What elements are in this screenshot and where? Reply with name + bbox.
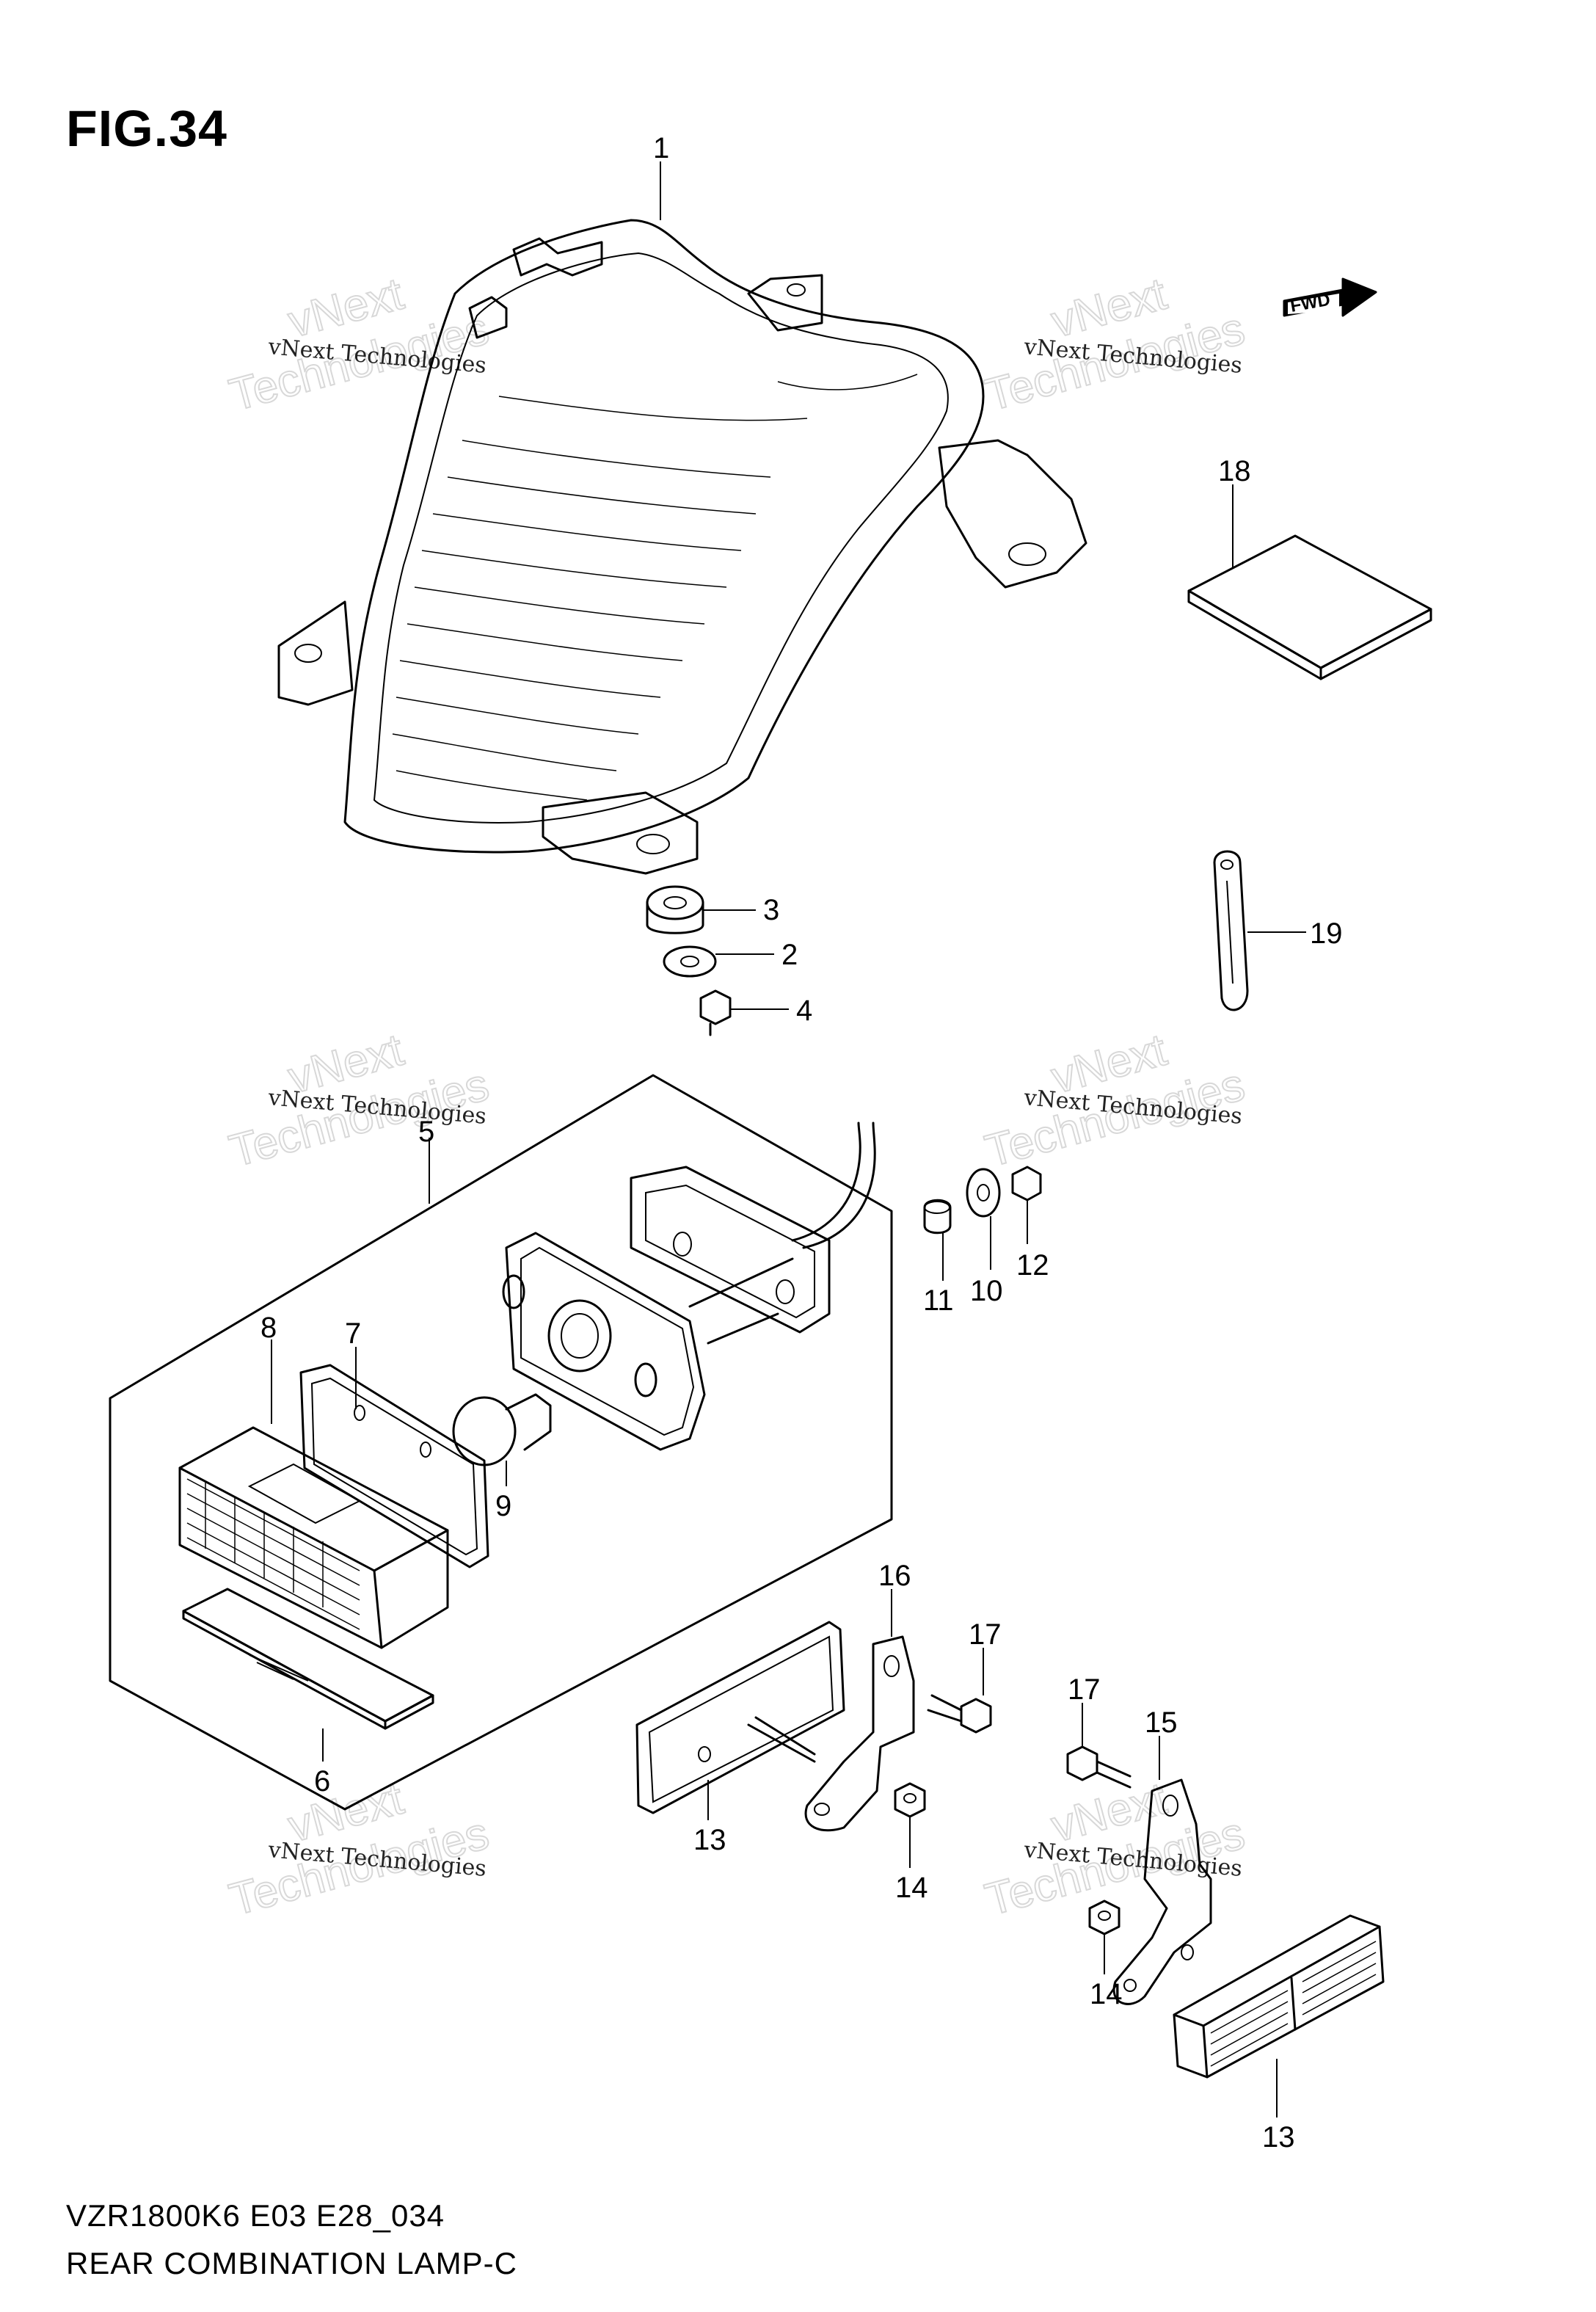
watermark-mid-left: vNext Technologies vNext Technologies [224,1024,495,1178]
callout-17-upper: 17 [969,1618,1002,1651]
nut-14-upper [894,1782,926,1868]
callout-7: 7 [345,1317,361,1350]
bulb [452,1393,552,1486]
nut-12 [1011,1166,1042,1244]
callout-13-lower: 13 [1262,2121,1295,2153]
callout-13-upper: 13 [693,1824,726,1856]
washer [663,945,774,978]
fwd-label: FWD [1289,290,1332,316]
callout-3: 3 [763,894,779,926]
callout-5: 5 [418,1116,434,1148]
watermark-top-left: vNext Technologies vNext Technologies [224,268,495,422]
watermark-bottom-left: vNext Technologies vNext Technologies [224,1773,495,1927]
screw [699,989,789,1036]
lens [178,1339,449,1649]
gasket [299,1347,489,1568]
callout-18: 18 [1218,455,1251,487]
diagram-code: VZR1800K6 E03 E28_034 [66,2198,445,2233]
watermark-mid-right: vNext Technologies vNext Technologies [980,1024,1250,1178]
socket-plate [630,1122,876,1334]
callout-14-lower: 14 [1090,1978,1123,2010]
collar [923,1199,952,1281]
license-lens [182,1588,434,1762]
fwd-arrow-icon: FWD [1283,277,1377,317]
watermark-bottom-right: vNext Technologies vNext Technologies [980,1773,1250,1927]
callout-2: 2 [781,939,798,971]
callout-17-lower: 17 [1068,1673,1101,1706]
tail-lamp-housing [277,161,1087,875]
washer-10 [966,1168,1001,1270]
reflector-bracket-upper [804,1589,915,1832]
callout-8: 8 [260,1312,277,1344]
nut-14-lower [1088,1900,1121,1974]
diagram-caption: REAR COMBINATION LAMP-C [66,2246,517,2280]
callout-6: 6 [314,1765,330,1797]
grommet [646,885,756,934]
lamp-socket-body [502,1232,794,1451]
pad [1187,484,1432,680]
bolt-17-upper [927,1648,992,1734]
clip [1213,850,1306,1011]
callout-9: 9 [495,1490,511,1522]
figure-title: FIG.34 [66,100,227,157]
reflector-bracket-lower [1112,1736,1212,2005]
callout-16: 16 [878,1560,911,1592]
callout-15: 15 [1145,1706,1178,1739]
callout-11: 11 [923,1284,954,1317]
callout-14-upper: 14 [895,1872,928,1904]
callout-19: 19 [1310,917,1343,950]
callout-12: 12 [1016,1249,1049,1282]
bolt-17-lower [1066,1703,1132,1789]
lens-facets [186,1478,360,1630]
reflector-facets [1210,1941,1377,2067]
lamp-assembly-box [109,1074,893,1811]
reflector-upper [635,1621,845,1820]
callout-4: 4 [796,995,812,1027]
watermark-top-right: vNext Technologies vNext Technologies [980,268,1250,422]
lens-ribs [392,374,918,801]
callout-10: 10 [970,1275,1003,1307]
callout-1: 1 [653,132,669,164]
reflector-lower [1173,1914,1385,2117]
